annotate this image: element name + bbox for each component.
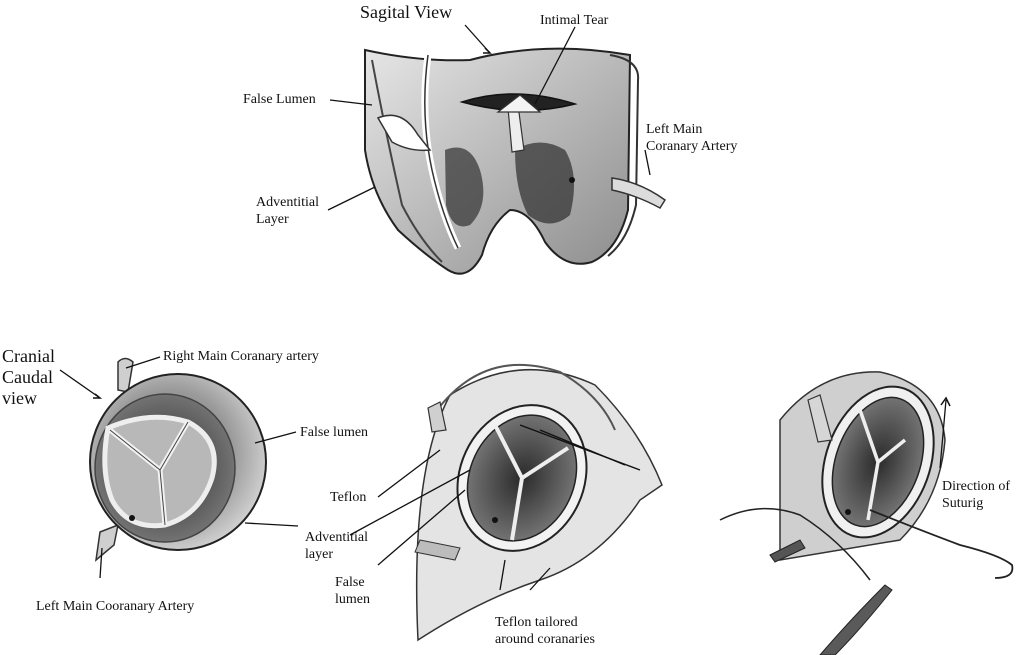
adventitial-mid-left-leader: [244, 522, 299, 527]
false-lumen-mid-leader: [377, 489, 466, 566]
false-lumen-mid-line-2: lumen: [335, 592, 370, 607]
left-main-top-leader: [644, 149, 651, 176]
cranial-caudal-label: Cranial Caudal view: [2, 346, 55, 409]
adventitial-top-line-1: Adventitial: [256, 195, 319, 210]
teflon-leader: [377, 449, 441, 498]
adventitial-top-leader: [327, 186, 376, 211]
teflon-label: Teflon: [330, 490, 367, 505]
false-lumen-bl-label: False lumen: [300, 425, 369, 440]
direction-of-suturing-label: Direction of Suturig: [942, 478, 1010, 512]
adventitial-top-label: Adventitial Layer: [256, 194, 319, 228]
left-main-top-line-2: Coranary Artery: [646, 139, 738, 154]
right-main-leader: [125, 356, 161, 369]
direction-line-1: Direction of: [942, 479, 1011, 494]
false-lumen-top-leader: [329, 99, 373, 106]
cranial-line-2: Caudal: [2, 367, 53, 387]
false-lumen-bl-leader: [254, 431, 297, 444]
intimal-tear-label: Intimal Tear: [540, 13, 609, 28]
false-lumen-mid-label: False lumen: [335, 574, 370, 608]
left-main-top-line-1: Left Main: [646, 122, 703, 137]
teflon-repair-drawing: [414, 363, 663, 642]
teflon-tailored-label: Teflon tailored around coranaries: [495, 614, 595, 648]
adventitial-mid-line-1: Adventitial: [305, 530, 368, 545]
adventitial-mid-leader: [349, 469, 471, 536]
false-lumen-top-label: False Lumen: [243, 92, 316, 107]
sagital-view-label: Sagital View: [360, 2, 453, 22]
leader-lines: [59, 24, 951, 591]
intimal-tear-leader: [534, 26, 576, 105]
suturing-drawing: [719, 371, 1014, 655]
teflon-tailored-line-2: around coranaries: [495, 632, 595, 647]
teflon-tailored-arrow-1: [499, 559, 506, 591]
direction-arrow: [939, 399, 947, 469]
cranial-view-arrow: [59, 369, 101, 399]
cranial-caudal-drawing: [89, 357, 267, 562]
adventitial-mid-line-2: layer: [305, 547, 333, 562]
adventitial-mid-label: Adventitial layer: [305, 529, 368, 563]
right-main-label: Right Main Coranary artery: [163, 349, 319, 364]
teflon-tailored-line-1: Teflon tailored: [495, 615, 578, 630]
left-main-bl-leader: [99, 547, 103, 579]
adventitial-top-line-2: Layer: [256, 212, 289, 227]
teflon-wrap-line-2: [519, 424, 641, 471]
cranial-line-1: Cranial: [2, 346, 55, 366]
direction-line-2: Suturig: [942, 496, 984, 511]
teflon-tailored-arrow-2: [529, 567, 551, 591]
cranial-line-3: view: [2, 388, 37, 408]
false-lumen-mid-line-1: False: [335, 575, 365, 590]
sagital-view-drawing: [364, 47, 667, 275]
left-main-bl-label: Left Main Cooranary Artery: [36, 599, 195, 614]
left-main-top-label: Left Main Coranary Artery: [646, 121, 737, 155]
